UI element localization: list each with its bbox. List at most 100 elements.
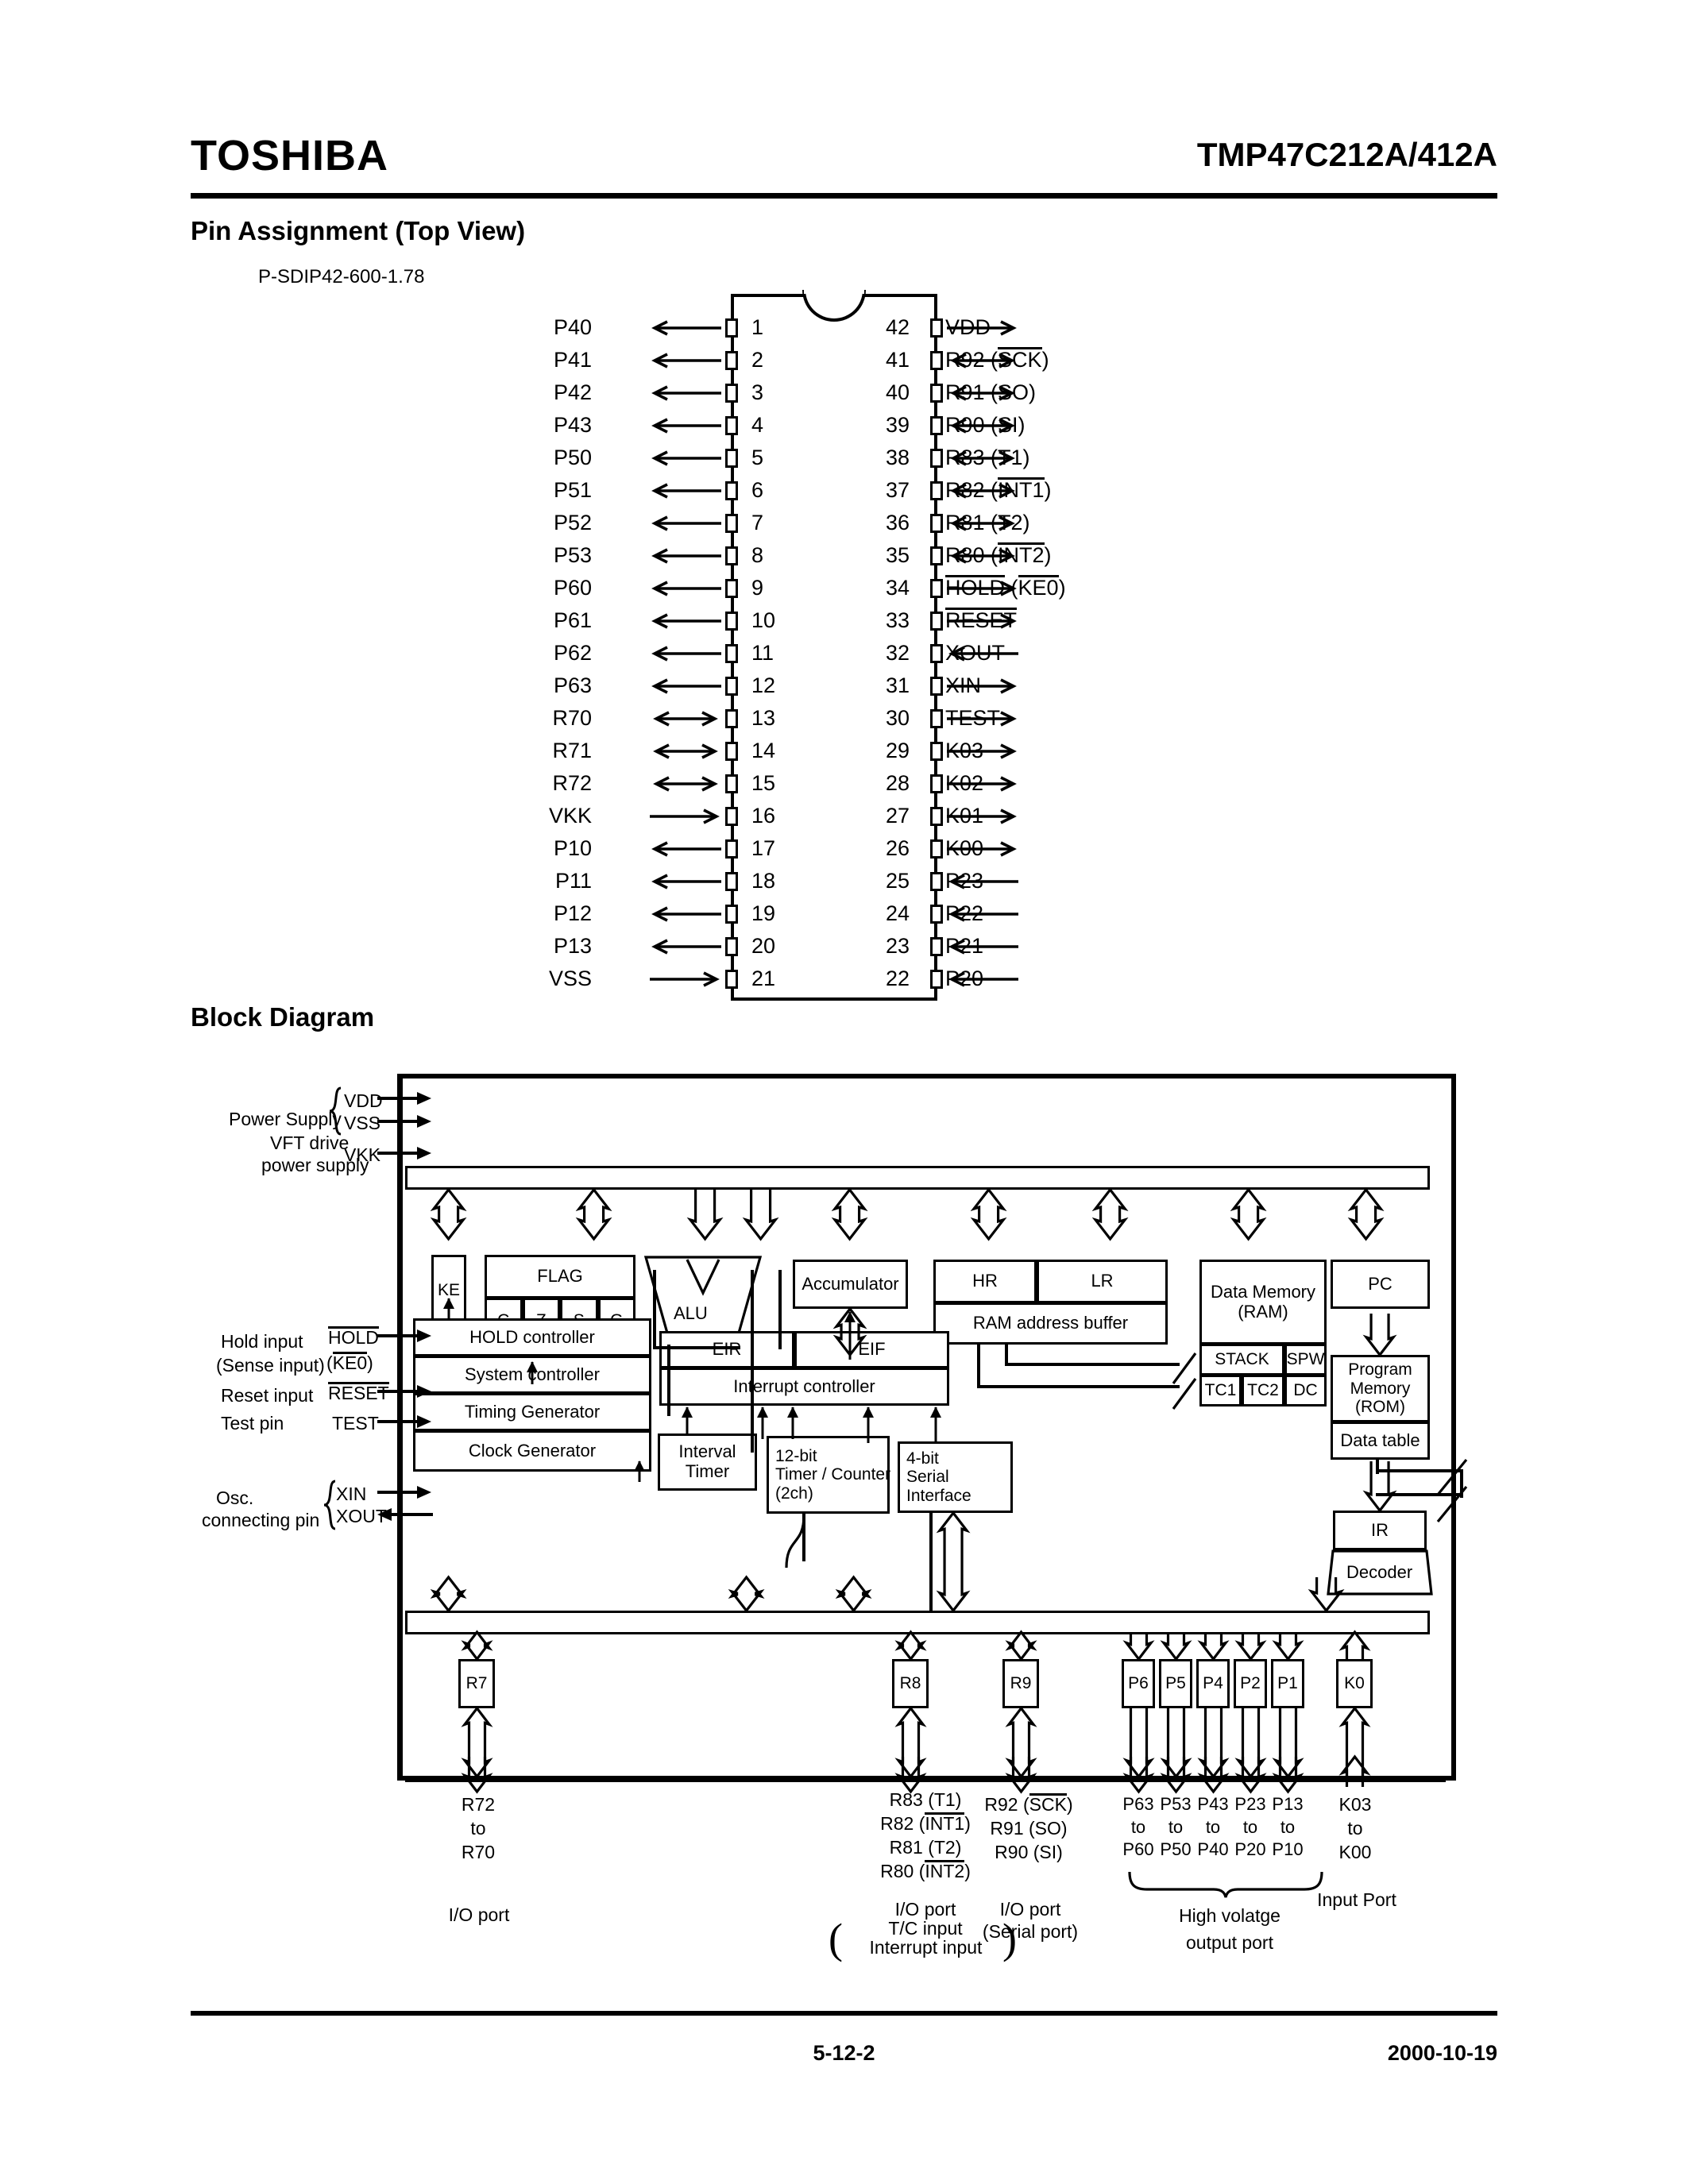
pin-direction-in-icon xyxy=(650,646,721,662)
pin-direction-in-icon xyxy=(650,353,721,369)
pin-number-18: 18 xyxy=(751,869,776,893)
line-rom-to-right-a xyxy=(1376,1469,1463,1472)
pin-pad xyxy=(930,677,943,696)
pin-pad xyxy=(725,970,738,989)
pin-direction-in-icon xyxy=(650,939,721,955)
label-sense-input: (Sense input) xyxy=(216,1355,325,1376)
pin-number-35: 35 xyxy=(885,543,910,567)
pin-name-P52: P52 xyxy=(553,511,592,534)
port-label-p2: P2 xyxy=(1240,1674,1261,1693)
pin-direction-in-icon xyxy=(947,776,1018,792)
port-label-p6: P6 xyxy=(1128,1674,1149,1693)
pin-direction-in-icon xyxy=(650,581,721,596)
bus-arrow-accumulator xyxy=(832,1187,868,1241)
block-lr: LR xyxy=(1037,1260,1168,1303)
block-hr: HR xyxy=(933,1260,1037,1303)
pin-direction-in-icon xyxy=(947,678,1018,694)
pin-number-28: 28 xyxy=(885,771,910,795)
brace-power-supply xyxy=(329,1086,342,1136)
block-tc2: TC2 xyxy=(1242,1375,1284,1406)
pin-direction-in-icon xyxy=(650,841,721,857)
pin-name-R91: R91 (SO) xyxy=(945,380,1037,404)
pin-name-P23: P23 xyxy=(945,869,984,893)
paren-left-r8: ( xyxy=(829,1915,843,1962)
pin-number-23: 23 xyxy=(885,934,910,958)
bus-arrow-hr xyxy=(971,1187,1007,1241)
line-alu-out xyxy=(751,1270,754,1453)
pin-direction-bidirectional-icon xyxy=(947,418,1018,434)
label-reset-signal: RESET xyxy=(328,1382,389,1403)
label-r9-description: I/O port xyxy=(999,1899,1061,1920)
arrow-hold-icon xyxy=(377,1329,431,1342)
line-eir-feed xyxy=(667,1345,670,1416)
bus-arrow-port-k0-bottom xyxy=(1338,1706,1371,1777)
pin-direction-in-icon xyxy=(947,613,1018,629)
bus-arrow-port-p4-top xyxy=(1196,1632,1230,1661)
arrow-tc-int3 xyxy=(863,1406,874,1443)
pin-number-1: 1 xyxy=(751,315,764,339)
pin-number-25: 25 xyxy=(885,869,910,893)
pin-name-P22: P22 xyxy=(945,901,984,925)
pin-name-P20: P20 xyxy=(945,967,984,990)
label-r8-description: I/O port xyxy=(894,1899,956,1920)
pin-direction-bidirectional-icon xyxy=(947,483,1018,499)
block-data-table: Data table xyxy=(1331,1422,1430,1460)
pin-number-32: 32 xyxy=(885,641,910,665)
pin-number-24: 24 xyxy=(885,901,910,925)
label-high-voltage-output-port: High volatge xyxy=(1179,1905,1280,1926)
page-header: TOSHIBA TMP47C212A/412A xyxy=(191,131,1497,195)
block-hold-controller: HOLD controller xyxy=(413,1318,651,1356)
port-label-k0: K0 xyxy=(1344,1674,1365,1693)
line-rom-right-v xyxy=(1460,1469,1463,1498)
pin-pad xyxy=(930,579,943,598)
label-high-voltage-output-port-2: output port xyxy=(1186,1932,1273,1953)
arrow-flag-in xyxy=(527,1361,538,1384)
pin-name-R92: R92 (SCK) xyxy=(945,347,1049,372)
block-data-table-label: Data table xyxy=(1340,1430,1420,1450)
pin-pad xyxy=(725,709,738,728)
pin-number-4: 4 xyxy=(751,413,764,437)
pin-name-P63: P63 xyxy=(553,673,592,697)
pin-number-3: 3 xyxy=(751,380,764,404)
label-power-supply: Power Supply xyxy=(229,1109,342,1129)
bus-arrow-port-r8-top xyxy=(894,1630,927,1661)
bus-arrow-port-r7-top xyxy=(460,1630,493,1661)
pin-name-VKK: VKK xyxy=(548,804,592,828)
pin-direction-out-icon xyxy=(947,971,1018,987)
port-label-p5: P5 xyxy=(1165,1674,1186,1693)
pin-name-P13: P13 xyxy=(553,934,592,958)
pin-number-33: 33 xyxy=(885,608,910,632)
pin-pad xyxy=(930,449,943,468)
pin-direction-in-icon xyxy=(650,678,721,694)
pin-row-left: P40 1 xyxy=(554,311,1096,344)
pin-pad xyxy=(725,579,738,598)
pin-direction-in-icon xyxy=(947,841,1018,857)
port-label-r7: R7 xyxy=(465,1674,488,1693)
block-eif-label: EIF xyxy=(858,1339,886,1360)
pin-name-VDD: VDD xyxy=(945,315,991,339)
pin-pad xyxy=(930,514,943,533)
pin-number-31: 31 xyxy=(885,673,910,697)
line-ram-to-tc-b xyxy=(977,1385,1180,1388)
pin-pad xyxy=(930,384,943,403)
label-r8-pins: R83 (T1)R82 (INT1)R81 (T2)R80 (INT2) xyxy=(880,1789,971,1881)
pin-pad xyxy=(725,937,738,956)
pin-name-P51: P51 xyxy=(553,478,592,502)
pin-name-P40: P40 xyxy=(553,315,592,339)
block-data-memory: Data Memory(RAM) xyxy=(1199,1260,1327,1345)
line-alu-left-feed2 xyxy=(653,1346,740,1349)
brace-osc xyxy=(323,1480,336,1530)
bus-arrow-lower-r7 xyxy=(431,1575,467,1613)
